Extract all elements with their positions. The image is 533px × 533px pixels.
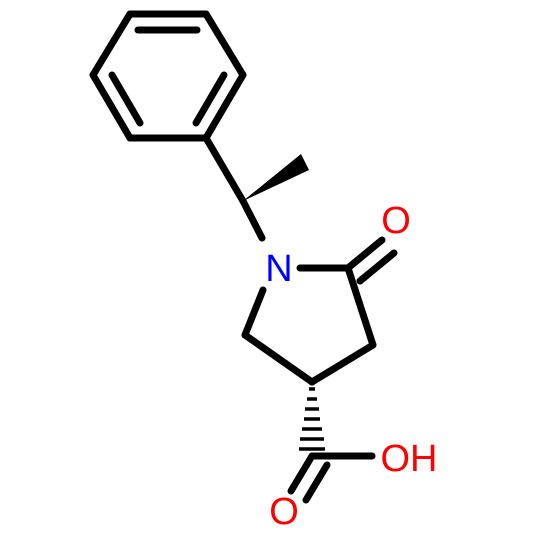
ketone-oxygen-label: O xyxy=(381,200,411,242)
carboxyl-hash-bond xyxy=(299,387,325,451)
phenyl-to-chiral-bond xyxy=(202,134,247,205)
carboxyl-double-bond-2 xyxy=(302,461,331,504)
hydroxyl-label: OH xyxy=(381,438,438,480)
ring-bond-top-right xyxy=(202,10,247,79)
ch-to-ch2-bond xyxy=(308,341,377,386)
carboxyl-double-bond-1 xyxy=(287,452,316,495)
benzene-ring xyxy=(89,10,247,142)
methyl-wedge-bond xyxy=(243,154,309,201)
ring-bond-top-left xyxy=(89,10,134,79)
ch2-to-carbonyl-bond xyxy=(344,264,377,349)
ring-bond-bottom-left xyxy=(89,71,134,142)
carbonyl-oxygen-label: O xyxy=(269,491,299,533)
n-to-ch2-bond xyxy=(241,286,267,339)
ring-inner-bond-right xyxy=(192,71,228,127)
chiral-to-nitrogen-bond xyxy=(239,197,266,242)
ring-inner-bond-left xyxy=(108,71,144,127)
ch2-to-ch-bond xyxy=(241,331,316,386)
ketone-double-bond-2 xyxy=(356,249,398,285)
nitrogen-atom-label: N xyxy=(265,248,292,290)
ketone-double-bond-1 xyxy=(344,236,386,272)
ring-bond-bottom-right xyxy=(202,71,247,142)
